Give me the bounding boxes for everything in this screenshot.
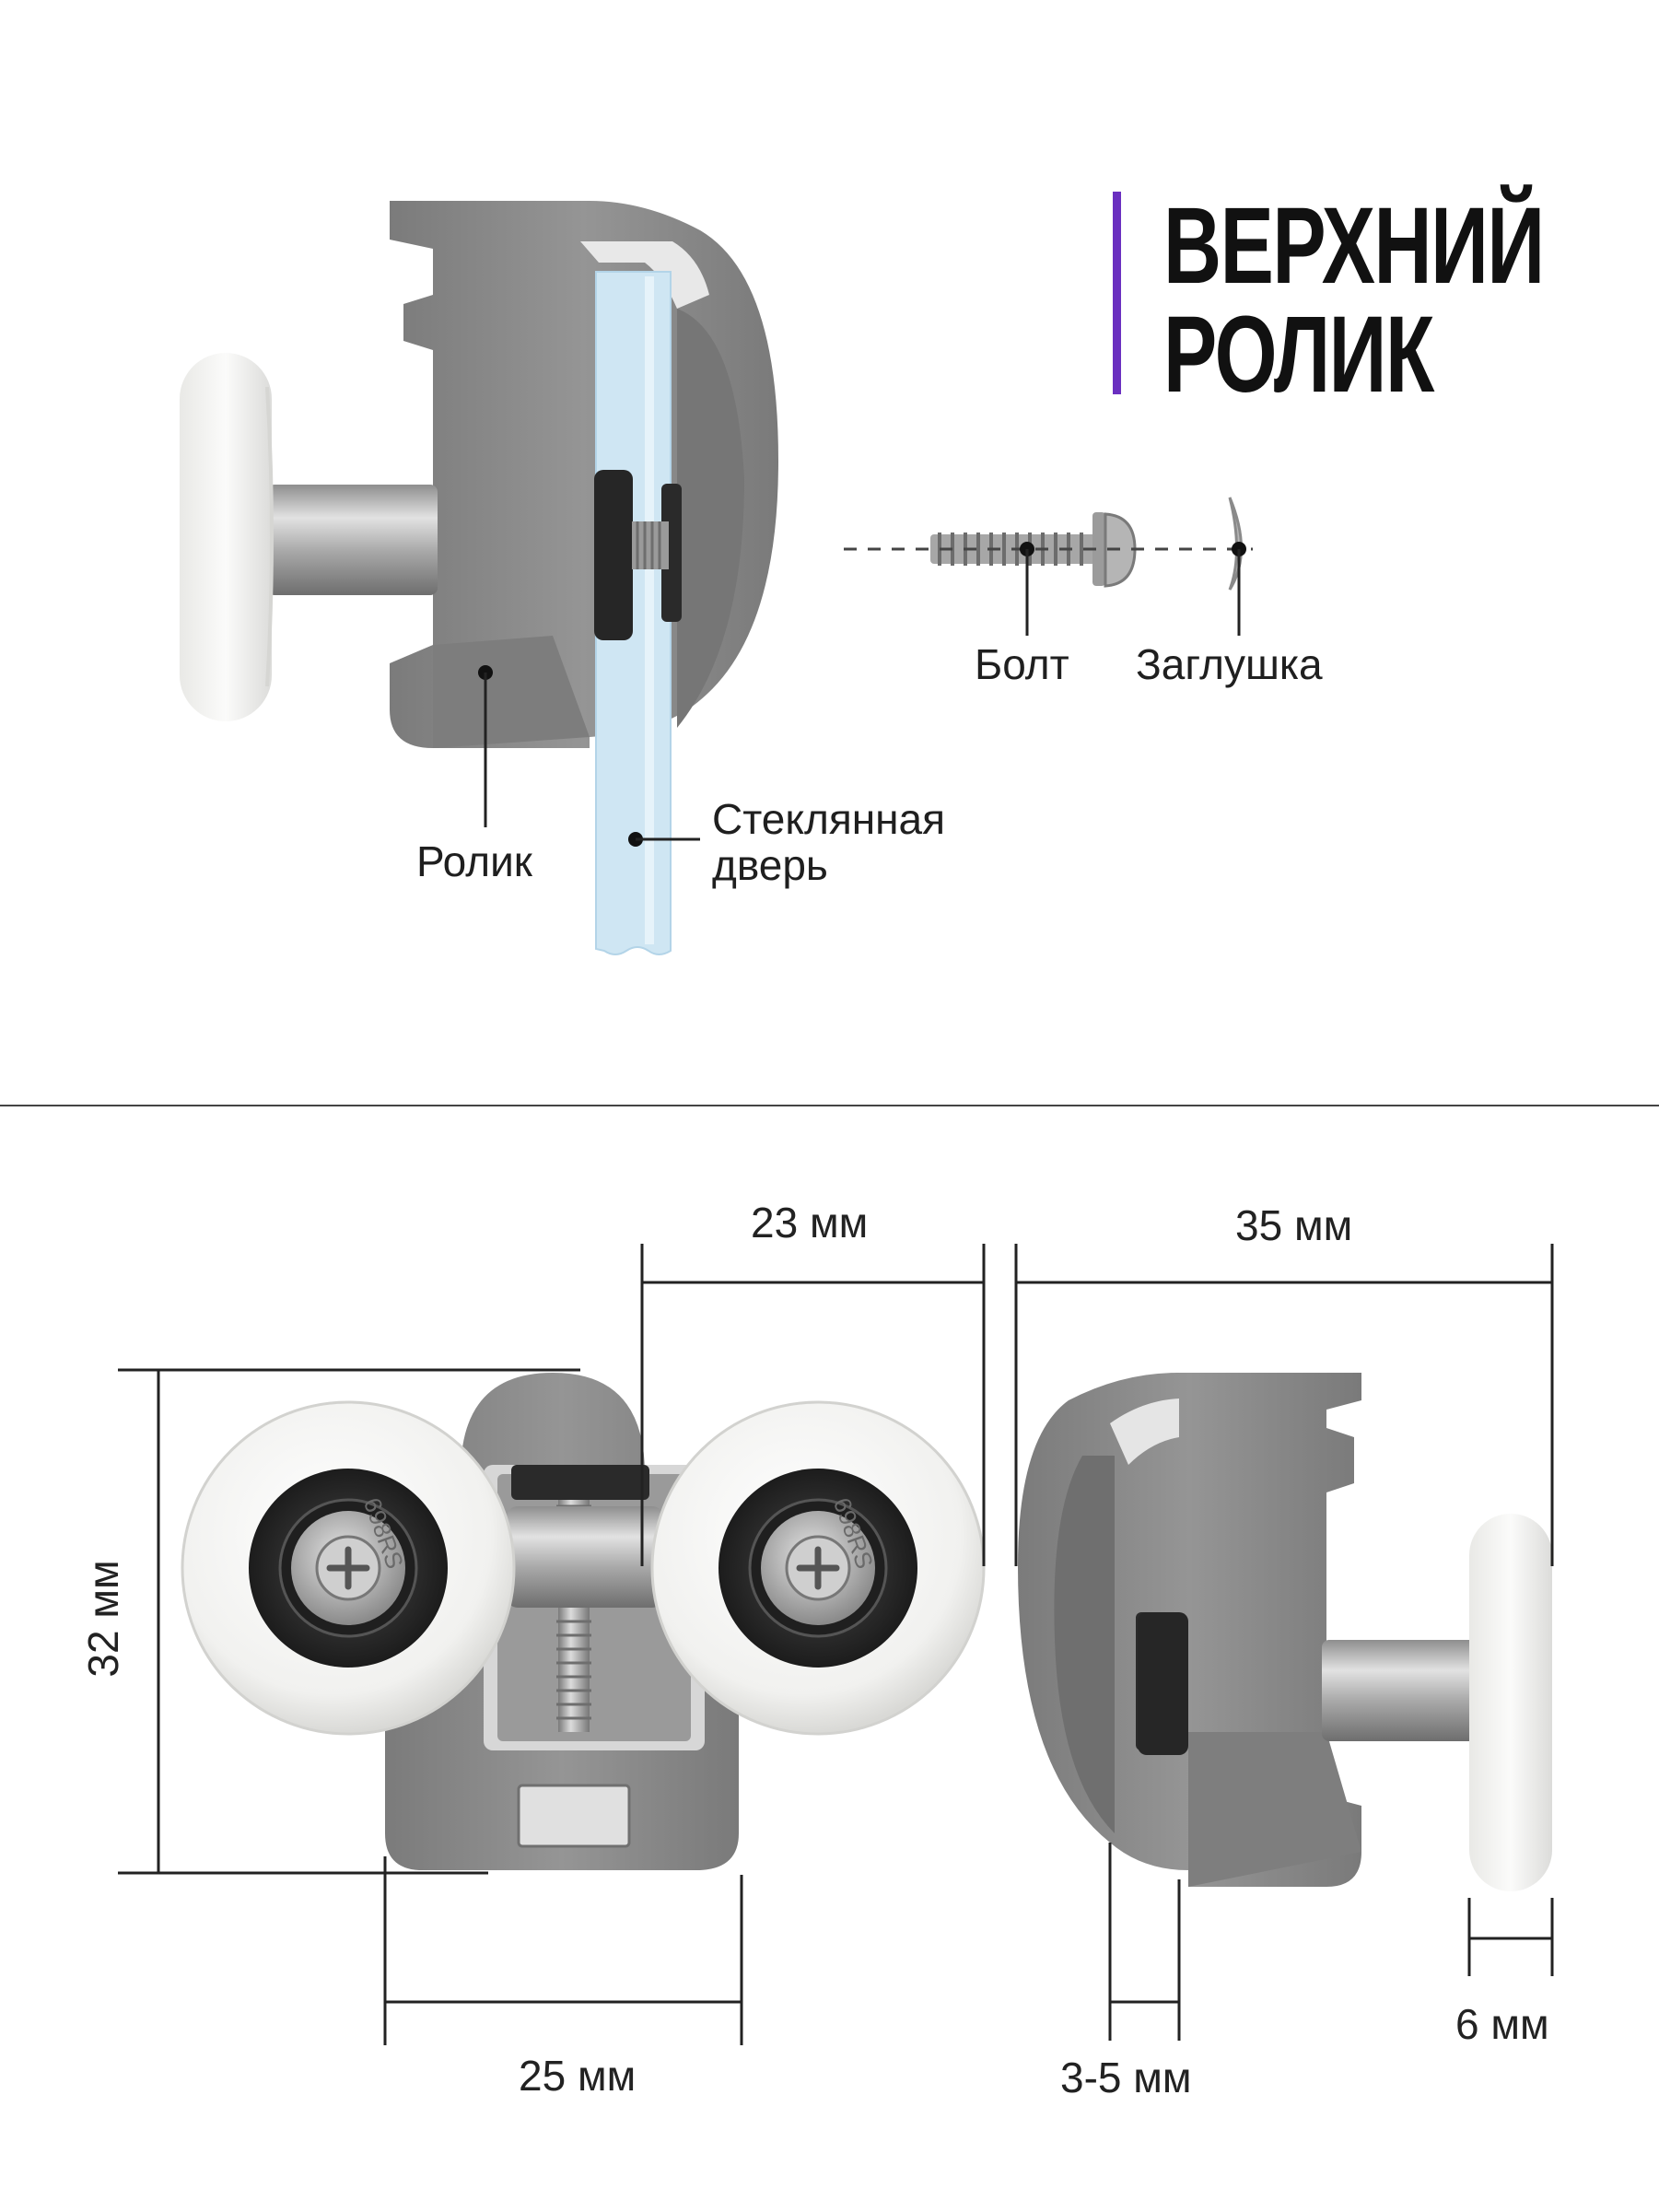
dim-6mm: 6 мм — [1455, 2000, 1549, 2048]
rubber-gasket — [594, 470, 633, 640]
housing-slot-shadow — [580, 241, 709, 309]
dim-32mm: 32 мм — [79, 1560, 127, 1678]
callout-glass-door-line2: дверь — [712, 841, 828, 889]
side-axle — [1322, 1640, 1497, 1741]
dim-23mm: 23 мм — [751, 1199, 869, 1246]
front-clamp — [507, 1506, 663, 1608]
callout-roller: Ролик — [416, 837, 532, 885]
title-block: ВЕРХНИЙ РОЛИК — [1113, 185, 1659, 409]
front-wheel-right — [650, 1400, 986, 1736]
title-line-1: ВЕРХНИЙ — [1163, 185, 1545, 307]
dim-35mm: 35 мм — [1235, 1201, 1353, 1249]
front-view — [181, 1373, 986, 1870]
callout-glass-door-line1: Стеклянная — [712, 795, 946, 843]
title-line-2: РОЛИК — [1163, 294, 1434, 415]
dim-25mm: 25 мм — [519, 2052, 637, 2100]
top-roller-assembly — [180, 201, 1253, 955]
roller-axle — [267, 485, 438, 595]
front-wheel-left — [181, 1400, 516, 1736]
callout-cap: Заглушка — [1136, 640, 1323, 688]
side-wheel — [1469, 1514, 1552, 1891]
dimension-lines — [118, 1244, 1554, 2045]
callout-bolt: Болт — [975, 640, 1069, 688]
dim-3-5mm: 3-5 мм — [1060, 2054, 1192, 2101]
roller-wheel — [180, 353, 272, 721]
side-view — [1018, 1373, 1554, 2041]
